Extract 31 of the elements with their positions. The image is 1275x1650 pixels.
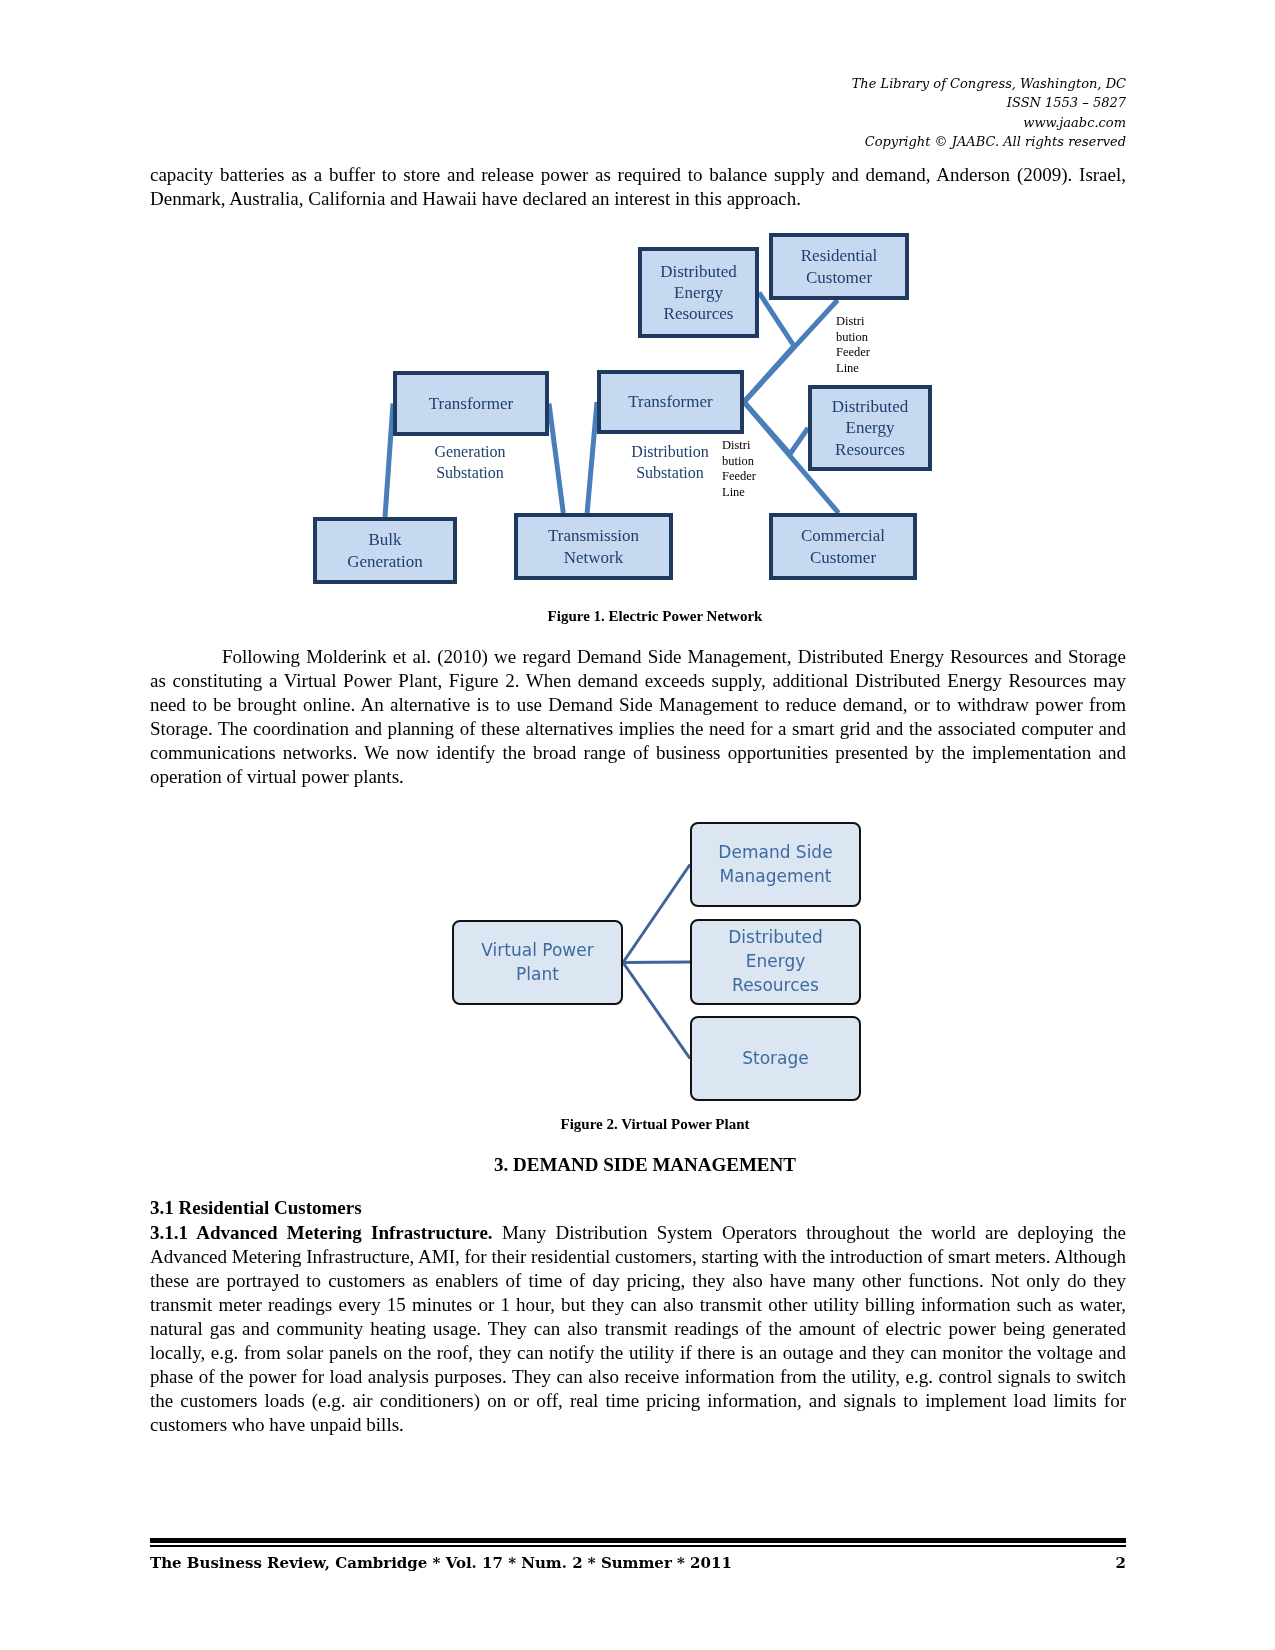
node-box: Distributed Energy Resources [638,247,759,338]
node-box: Demand Side Management [690,822,861,907]
figure-caption: Figure 1. Electric Power Network [546,608,764,625]
footer-text: The Business Review, Cambridge * Vol. 17 * Num. 2 * Summer * 2011 [150,1554,733,1572]
node-box: Virtual Power Plant [452,920,623,1005]
section-heading: 3. DEMAND SIDE MANAGEMENT [493,1154,797,1176]
node-box: Transformer [393,371,549,436]
node-box: Transformer [597,370,744,434]
header-line: www.jaabc.com [1022,115,1126,130]
substation-label: Generation Substation [433,442,507,483]
connector-line [623,960,690,964]
node-box: Distributed Energy Resources [808,385,932,471]
connector-line [621,961,692,1060]
body-paragraph: Following Molderink et al. (2010) we regard Demand Side Management, Distributed Energy Resources and Storage as constituting a Virtual Power Plant, Figure 2. When demand exceeds supply, additional Distributed Energy Resources may need to be brought online. An alternative is to use Demand Side Management to reduce demand, or to withdraw power from Storage. The coordination and planning of these alternatives implies the need for a smart grid and the associated computer and communications networks. We now identify the broad range of business opportunities presented by the implementation and operation of virtual power plants. [150,645,1126,789]
connector-line [382,403,396,518]
subsection-heading: 3.1 Residential Customers [150,1197,363,1219]
node-box: Distributed Energy Resources [690,919,861,1005]
node-box: Storage [690,1016,861,1101]
figure-caption: Figure 2. Virtual Power Plant [559,1116,751,1133]
header-line: Copyright © JAABC. All rights reserved [863,134,1126,149]
node-box: Transmission Network [514,513,673,580]
node-box: Commercial Customer [769,513,917,580]
connector-line [584,401,600,514]
connector-line [621,863,692,964]
node-box: Bulk Generation [313,517,457,584]
header-line: The Library of Congress, Washington, DC [850,76,1126,91]
header-line: ISSN 1553 – 5827 [1005,95,1126,110]
body-paragraph: capacity batteries as a buffer to store and release power as required to balance supply and demand, Anderson (2009). Israel, Denmark, Australia, California and Hawaii have declared an interest in this approach. [150,163,1126,211]
body-paragraph: 3.1.1 Advanced Metering Infrastructure. Many Distribution System Operators throughout the world are deploying the Advanced Metering Infrastructure, AMI, for their residential customers, starting with the introduction of smart meters. Although these are portrayed to customers as enablers of time of day pricing, they also have many other functions. Not only do they transmit meter readings every 15 minutes or 1 hour, but they can also transmit other utility billing information such as water, natural gas and community heating usage. They can also transmit readings of the amount of electric power being generated locally, e.g. from solar panels on the roof, they can notify the utility if there is an outage and they can monitor the voltage and phase of the power for load analysis purposes. They can also receive information from the utility, e.g. control signals to switch the customers loads (e.g. air conditioners) on or off, real time pricing information, and signals to implement load limits for customers who have unpaid bills. [150,1221,1126,1437]
footer-text: 2 [1114,1554,1126,1572]
node-box: Residential Customer [769,233,909,300]
